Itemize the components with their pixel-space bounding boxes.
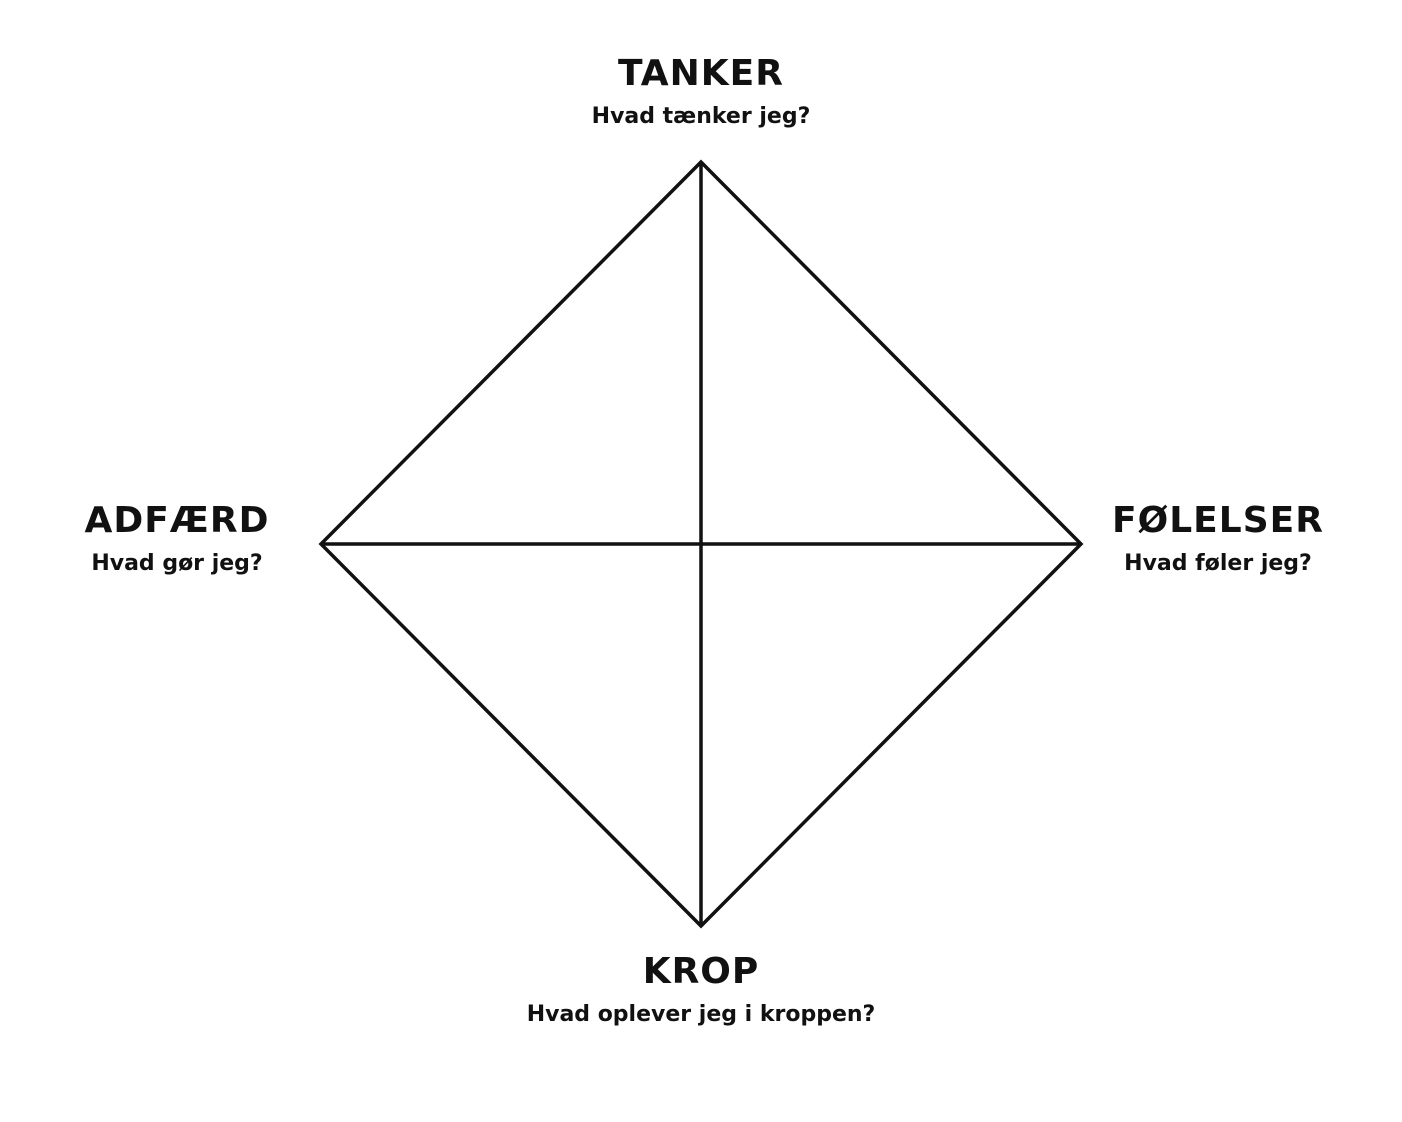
node-krop: KROP Hvad oplever jeg i kroppen? xyxy=(451,950,951,1030)
node-adfaerd: ADFÆRD Hvad gør jeg? xyxy=(27,499,327,579)
node-adfaerd-title: ADFÆRD xyxy=(84,500,270,541)
node-folelser: FØLELSER Hvad føler jeg? xyxy=(1068,499,1368,579)
node-folelser-question: Hvad føler jeg? xyxy=(1124,551,1312,576)
node-folelser-title: FØLELSER xyxy=(1112,500,1324,541)
node-tanker: TANKER Hvad tænker jeg? xyxy=(451,52,951,132)
node-krop-question: Hvad oplever jeg i kroppen? xyxy=(526,1002,876,1027)
node-adfaerd-question: Hvad gør jeg? xyxy=(91,551,263,576)
node-krop-title: KROP xyxy=(642,951,760,992)
node-tanker-title: TANKER xyxy=(618,53,784,94)
node-tanker-question: Hvad tænker jeg? xyxy=(591,104,811,129)
